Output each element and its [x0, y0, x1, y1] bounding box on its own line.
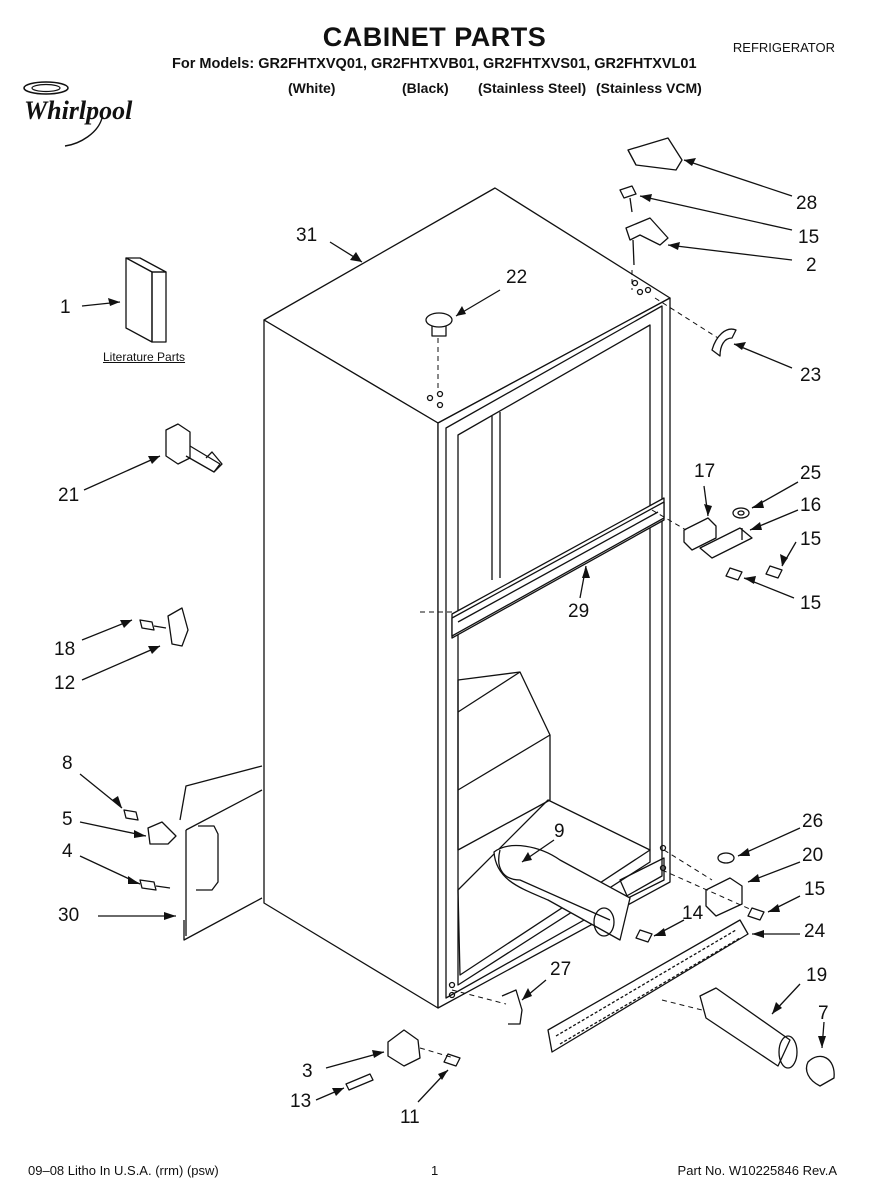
logo-swirl-icon	[23, 81, 103, 147]
hinge-cover-part	[627, 137, 683, 171]
callout-26: 26	[802, 811, 824, 832]
callout-30: 30	[58, 905, 80, 926]
toe-clip-part	[501, 989, 523, 1025]
lower-hinge-assembly-part	[123, 765, 263, 941]
callout-15-mid: 15	[800, 529, 822, 550]
callout-22: 22	[506, 267, 528, 288]
callout-4: 4	[62, 841, 73, 862]
water-filter-part	[699, 987, 835, 1087]
callout-18: 18	[54, 639, 76, 660]
variant-stainless-vcm: (Stainless VCM)	[596, 80, 702, 96]
leader-arrowheads	[108, 158, 826, 1096]
callout-14: 14	[682, 903, 704, 924]
top-hinge-part	[619, 185, 669, 266]
callout-21: 21	[58, 485, 80, 506]
variant-black: (Black)	[402, 80, 449, 96]
callout-16: 16	[800, 495, 822, 516]
hinge-pin-bracket-part	[139, 607, 189, 647]
callout-24: 24	[804, 921, 826, 942]
callout-11: 11	[400, 1107, 420, 1128]
center-hinge-part	[683, 507, 783, 581]
callout-9: 9	[554, 821, 565, 842]
callout-12: 12	[54, 673, 76, 694]
callout-23: 23	[800, 365, 822, 386]
footer-page-number: 1	[431, 1163, 439, 1178]
mullion-trim-part	[451, 501, 665, 637]
callout-7: 7	[818, 1003, 829, 1024]
variant-white: (White)	[288, 80, 336, 96]
whirlpool-logo: Whirlpool	[10, 78, 175, 148]
footer-part-number: Part No. W10225846 Rev.A	[677, 1163, 837, 1178]
callout-15-lower-mid: 15	[800, 593, 822, 614]
callout-15-top: 15	[798, 227, 820, 248]
top-plug-part	[425, 312, 453, 337]
callout-19: 19	[806, 965, 828, 986]
callout-8: 8	[62, 753, 73, 774]
door-stop-part	[165, 423, 223, 473]
lower-hinge-bracket-part	[635, 852, 765, 943]
product-category: REFRIGERATOR	[732, 40, 835, 55]
callout-31: 31	[296, 225, 318, 246]
callout-3: 3	[302, 1061, 313, 1082]
callout-28: 28	[796, 193, 818, 214]
callout-15-bottom: 15	[804, 879, 826, 900]
callout-5: 5	[62, 809, 73, 830]
footer-print-info: 09–08 Litho In U.S.A. (rrm) (psw)	[28, 1163, 219, 1178]
variant-stainless: (Stainless Steel)	[478, 80, 587, 96]
callout-27: 27	[550, 959, 572, 980]
callout-25: 25	[800, 463, 822, 484]
logo-wordmark: Whirlpool	[24, 96, 133, 125]
filter-housing-part	[493, 844, 631, 941]
callout-13: 13	[290, 1091, 312, 1112]
cabinet-shell	[263, 187, 671, 1009]
models-line: For Models: GR2FHTXVQ01, GR2FHTXVB01, GR…	[172, 56, 697, 72]
literature-parts-label: Literature Parts	[103, 350, 186, 364]
literature-booklet-icon	[125, 257, 167, 343]
callout-29: 29	[568, 601, 590, 622]
page-title: CABINET PARTS	[322, 22, 547, 52]
clip-part	[711, 328, 737, 357]
callout-20: 20	[802, 845, 824, 866]
callout-1: 1	[60, 297, 71, 318]
callout-17: 17	[694, 461, 716, 482]
bottom-hinge-part	[345, 1029, 461, 1091]
callout-2: 2	[806, 255, 817, 276]
toe-grille-part	[547, 919, 749, 1053]
